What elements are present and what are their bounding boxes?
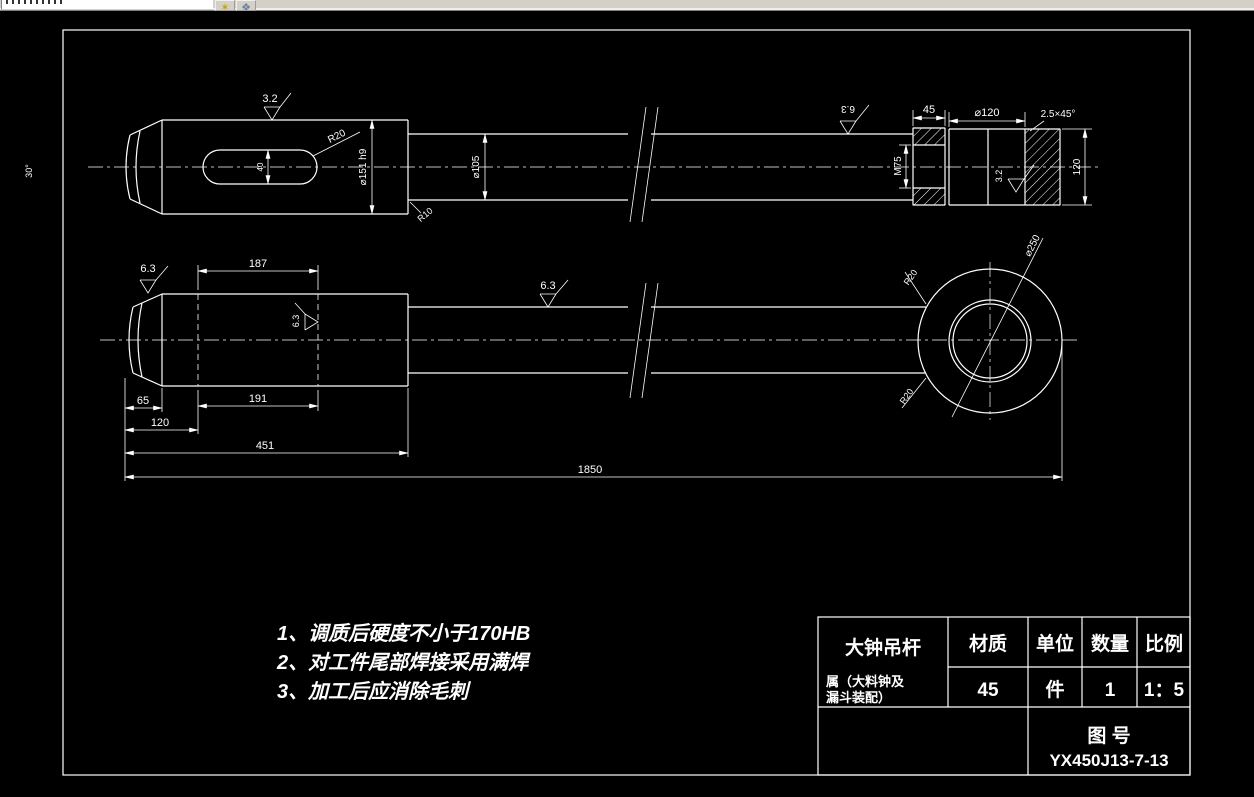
dim-label: R20 — [326, 128, 348, 146]
header-qty: 数量 — [1091, 632, 1129, 655]
keyway-slot — [202, 149, 318, 185]
dim-label: 2.5×45° — [1041, 109, 1076, 120]
title-block: 大钟吊杆 属（大料钟及 漏斗装配） 材质 单位 数量 比例 45 件 1 1：5… — [817, 616, 1191, 776]
header-scale: 比例 — [1145, 632, 1183, 655]
value-qty: 1 — [1105, 680, 1116, 701]
note-line: 2、对工件尾部焊接采用满焊 — [276, 651, 531, 674]
dim-label: 45 — [923, 104, 935, 116]
header-material: 材质 — [969, 632, 1007, 655]
dim-label: M75 — [893, 156, 904, 176]
value-material: 45 — [977, 680, 999, 701]
dim-label: 40 — [256, 162, 265, 171]
dim-label: 1850 — [578, 464, 602, 476]
value-unit: 件 — [1045, 678, 1064, 701]
dim-label: 6.3 — [841, 103, 855, 114]
dim-label: ⌀120 — [975, 107, 1000, 119]
dim-label: 6.3 — [140, 263, 155, 275]
dim-label: 451 — [256, 440, 274, 452]
drawing-no: YX450J13-7-13 — [1049, 751, 1168, 770]
part-subtitle: 属（大料钟及 — [826, 674, 905, 689]
clipped-text — [6, 0, 66, 4]
value-scale: 1：5 — [1144, 680, 1185, 701]
part-name: 大钟吊杆 — [845, 636, 921, 659]
dim-label: 6.3 — [540, 280, 555, 292]
break-line — [629, 106, 647, 223]
dim-label: 120 — [1072, 158, 1083, 175]
dim-label: 120 — [151, 417, 169, 429]
dim-label: ⌀151 h9 — [358, 148, 369, 185]
cad-canvas[interactable]: 3.2 30° R20 40 ⌀151 h9 ⌀105 R10 6.3 45 ⌀… — [0, 10, 1254, 797]
dim-style-icon[interactable]: ✶ — [215, 0, 235, 11]
dim-label: 3.2 — [994, 170, 1004, 183]
dim-label: 187 — [249, 258, 267, 270]
header-unit: 单位 — [1036, 632, 1074, 655]
end-plate-section — [912, 127, 1061, 206]
drawing-no-label: 图 号 — [1087, 725, 1130, 747]
dim-label: 191 — [249, 393, 267, 405]
dim-label: 30° — [24, 164, 34, 178]
dim-label: 3.2 — [262, 93, 277, 105]
dim-label: ⌀105 — [471, 155, 482, 178]
style-dropdown[interactable] — [1, 0, 213, 10]
dim-label: 65 — [137, 395, 149, 407]
roughness-icon — [263, 92, 1035, 193]
layer-cube-icon[interactable]: ❖ — [236, 0, 256, 11]
dim-label: ⌀250 — [1023, 233, 1043, 259]
ring-eye — [917, 262, 1063, 420]
technical-notes: 1、调质后硬度不小于170HB 2、对工件尾部焊接采用满焊 3、加工后应消除毛刺 — [276, 622, 531, 703]
dim-label: R20 — [898, 387, 916, 406]
note-line: 1、调质后硬度不小于170HB — [277, 622, 530, 645]
toolbar-strip: ✶ ❖ — [0, 0, 1254, 11]
note-line: 3、加工后应消除毛刺 — [277, 680, 471, 703]
bottom-view: 6.3 187 6.3 6.3 65 191 120 451 1850 ⌀250… — [100, 233, 1080, 481]
roughness-icon — [139, 265, 569, 331]
dim-label: R20 — [902, 268, 920, 287]
break-line — [629, 282, 647, 399]
top-view: 3.2 30° R20 40 ⌀151 h9 ⌀105 R10 6.3 45 ⌀… — [24, 92, 1102, 224]
break-line — [641, 282, 659, 399]
dim-label: 6.3 — [291, 315, 301, 328]
dim-label: R10 — [416, 206, 435, 224]
drawing-frame — [62, 29, 1191, 776]
part-subtitle: 漏斗装配） — [826, 690, 891, 705]
break-line — [641, 106, 659, 223]
